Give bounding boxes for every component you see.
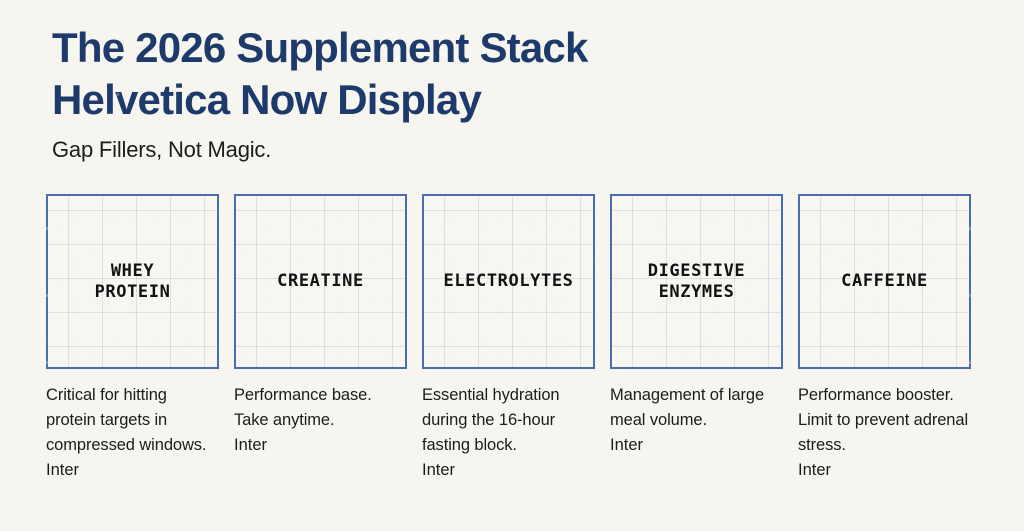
card-caption: Performance base. Take anytime. — [234, 386, 372, 429]
supplement-card-whey-protein: WHEY PROTEIN Critical for hitting protei… — [46, 194, 219, 483]
card-tile[interactable]: CAFFEINE — [798, 194, 971, 369]
page-title-line-2: Helvetica Now Display — [52, 76, 482, 123]
page-subtitle: Gap Fillers, Not Magic. — [52, 137, 272, 162]
supplement-card-row: WHEY PROTEIN Critical for hitting protei… — [46, 194, 978, 483]
card-label: ELECTROLYTES — [443, 271, 574, 291]
card-caption: Management of large meal volume. — [610, 386, 765, 429]
page-title-line-1: The 2026 Supplement Stack — [52, 24, 588, 71]
card-font-note: Inter — [798, 461, 832, 479]
card-font-note: Inter — [422, 461, 456, 479]
card-caption: Critical for hitting protein targets in … — [46, 386, 207, 454]
supplement-card-creatine: CREATINE Performance base. Take anytime.… — [234, 194, 407, 483]
card-font-note: Inter — [610, 436, 644, 454]
card-label: DIGESTIVE ENZYMES — [647, 260, 746, 302]
card-tile[interactable]: CREATINE — [234, 194, 407, 369]
card-font-note: Inter — [234, 436, 268, 454]
card-tile[interactable]: ELECTROLYTES — [422, 194, 595, 369]
card-font-note: Inter — [46, 461, 80, 479]
card-label: CAFFEINE — [841, 271, 928, 291]
page-title: The 2026 Supplement Stack Helvetica Now … — [52, 22, 812, 126]
card-tile[interactable]: WHEY PROTEIN — [46, 194, 219, 369]
supplement-card-electrolytes: ELECTROLYTES Essential hydration during … — [422, 194, 595, 483]
supplement-card-caffeine: CAFFEINE Performance booster. Limit to p… — [798, 194, 971, 483]
card-label: WHEY PROTEIN — [94, 260, 171, 302]
card-tile[interactable]: DIGESTIVE ENZYMES — [610, 194, 783, 369]
supplement-card-digestive-enzymes: DIGESTIVE ENZYMES Management of large me… — [610, 194, 783, 483]
card-caption: Essential hydration during the 16-hour f… — [422, 386, 560, 454]
card-caption: Performance booster. Limit to prevent ad… — [798, 386, 969, 454]
card-label: CREATINE — [277, 271, 364, 291]
